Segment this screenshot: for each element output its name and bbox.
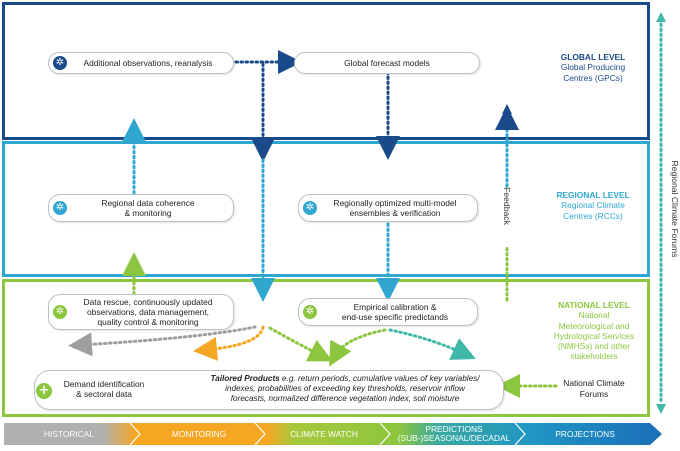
- gear-icon: ✲: [303, 201, 317, 215]
- timeline-historical: HISTORICAL: [43, 428, 95, 439]
- timeline-monitoring: MONITORING: [171, 428, 227, 439]
- arrow-rescue-green: [268, 326, 333, 362]
- global-forecast-models-label: Global forecast models: [344, 57, 430, 68]
- gear-icon: ✲: [53, 305, 67, 319]
- tailored-products-text: Tailored Products e.g. return periods, c…: [210, 374, 480, 403]
- demand-identification-box: [34, 370, 504, 410]
- global-level-band: [2, 2, 650, 140]
- demand-identification-label: Demand identification& sectoral data: [63, 379, 145, 400]
- feedback-arrowhead: [502, 104, 512, 114]
- forums-arrowhead-top: [656, 12, 666, 22]
- empirical-calibration-box: ✲ Empirical calibration &end-use specifi…: [298, 298, 478, 326]
- plus-icon: +: [36, 383, 52, 399]
- global-level-label: GLOBAL LEVEL Global Producing Centres (G…: [560, 52, 626, 83]
- arrow-empirical-teal: [388, 328, 476, 360]
- national-level-band: [2, 279, 650, 417]
- regional-level-band: [2, 141, 650, 277]
- timeline-bar: [4, 423, 662, 445]
- national-level-label: NATIONAL LEVEL National Meteorological a…: [553, 300, 635, 362]
- arrow-empirical-green: [329, 328, 387, 367]
- empirical-calibration-label: Empirical calibration &end-use specific …: [341, 301, 449, 322]
- forums-arrowhead-bottom: [656, 404, 666, 414]
- regional-data-coherence-label: Regional data coherence& monitoring: [101, 197, 195, 218]
- gear-icon: ✲: [53, 201, 67, 215]
- global-forecast-models-box: Global forecast models: [294, 52, 480, 74]
- gear-icon: ✲: [53, 56, 67, 70]
- regional-data-coherence-box: ✲ Regional data coherence& monitoring: [48, 194, 234, 222]
- additional-observations-label: Additional observations, reanalysis: [83, 57, 213, 68]
- arrow-rescue-gray: [68, 325, 257, 357]
- regional-level-label: REGIONAL LEVEL Regional Climate Centres …: [556, 190, 630, 221]
- arrow-rescue-orange: [193, 325, 265, 361]
- additional-observations-box: ✲ Additional observations, reanalysis: [48, 52, 234, 74]
- timeline-projections: PROJECTIONS: [555, 428, 615, 439]
- timeline-climate-watch: CLIMATE WATCH: [290, 428, 358, 439]
- timeline-predictions: PREDICTIONS(SUB-)SEASONAL/DECADAL: [397, 424, 511, 443]
- gear-icon: ✲: [303, 305, 317, 319]
